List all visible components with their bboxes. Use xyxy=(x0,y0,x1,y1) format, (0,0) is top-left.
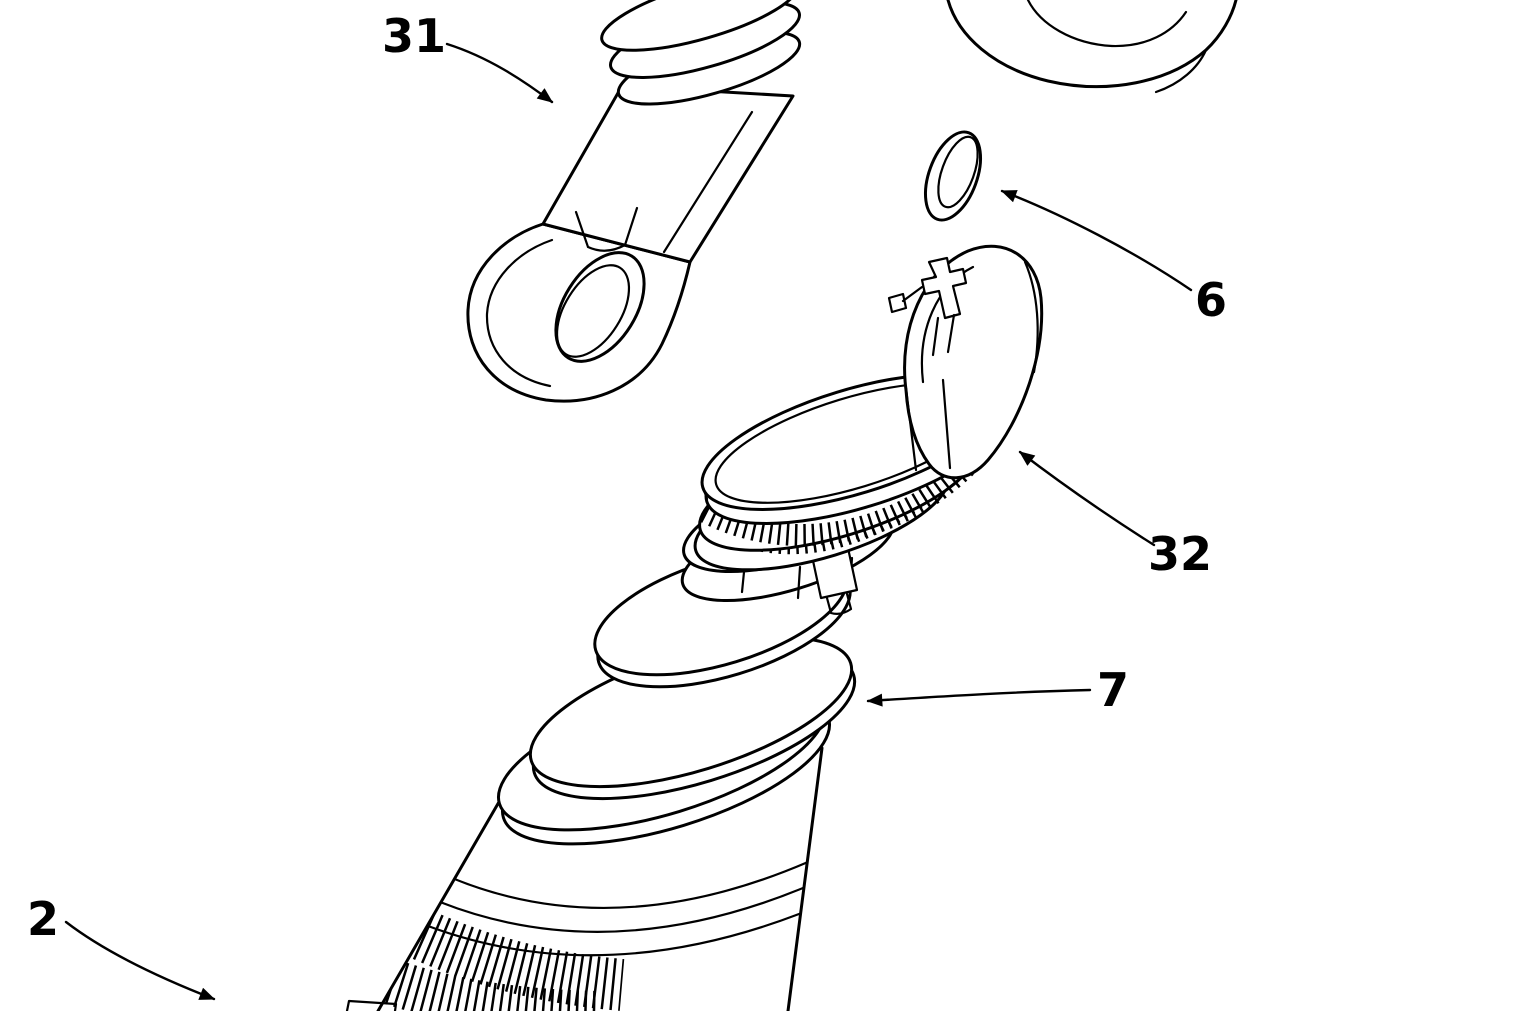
leader-line-31 xyxy=(445,42,554,104)
collar-tab-step xyxy=(825,592,853,615)
drawing-root: 31 6 32 7 2 xyxy=(27,0,1238,1011)
part-top-cap-fragment xyxy=(946,0,1238,94)
part-31-piston-rod-end xyxy=(466,0,802,403)
part-6-seal-washer xyxy=(924,130,982,222)
thread-arc-1 xyxy=(450,860,810,910)
washer-inner xyxy=(937,135,979,209)
callout-6: 6 xyxy=(1000,189,1227,327)
thread-arc-3 xyxy=(426,912,801,957)
part-32-valve-core-assembly xyxy=(680,244,1044,615)
callout-2: 2 xyxy=(27,892,216,1001)
rod-slot xyxy=(574,206,639,252)
thread-hatch-band-1 xyxy=(396,904,625,1011)
thread-arc-2 xyxy=(438,886,805,933)
washer-outer xyxy=(924,130,982,222)
label-2: 2 xyxy=(27,892,59,946)
rod-eye-inner-contour xyxy=(485,238,554,388)
bottom-edge-part xyxy=(345,999,398,1011)
eye-hole xyxy=(554,251,646,363)
cylinder-thread-region xyxy=(384,860,810,1011)
callout-7: 7 xyxy=(866,663,1129,717)
leader-line-7 xyxy=(866,688,1092,707)
rod-body-highlight xyxy=(662,110,754,254)
rod-rib-1 xyxy=(600,0,800,52)
cap-lip xyxy=(1154,48,1208,94)
label-6: 6 xyxy=(1195,273,1227,327)
callout-32: 32 xyxy=(1018,450,1212,581)
leader-line-2 xyxy=(64,920,216,1001)
cap-inner xyxy=(1026,0,1188,48)
label-32: 32 xyxy=(1148,527,1212,581)
leader-line-6 xyxy=(1000,189,1193,292)
eye-hole-inner xyxy=(555,264,631,358)
leader-line-32 xyxy=(1018,450,1156,547)
label-7: 7 xyxy=(1097,663,1129,717)
callout-31: 31 xyxy=(382,9,554,104)
rod-body xyxy=(541,84,795,264)
valve-stem xyxy=(904,378,952,472)
paddle-edge-line xyxy=(1023,260,1039,374)
label-31: 31 xyxy=(382,9,446,63)
callouts: 31 6 32 7 2 xyxy=(27,9,1227,1001)
cross-fitting-foot xyxy=(887,285,956,357)
stem-cross-fitting xyxy=(920,256,968,320)
